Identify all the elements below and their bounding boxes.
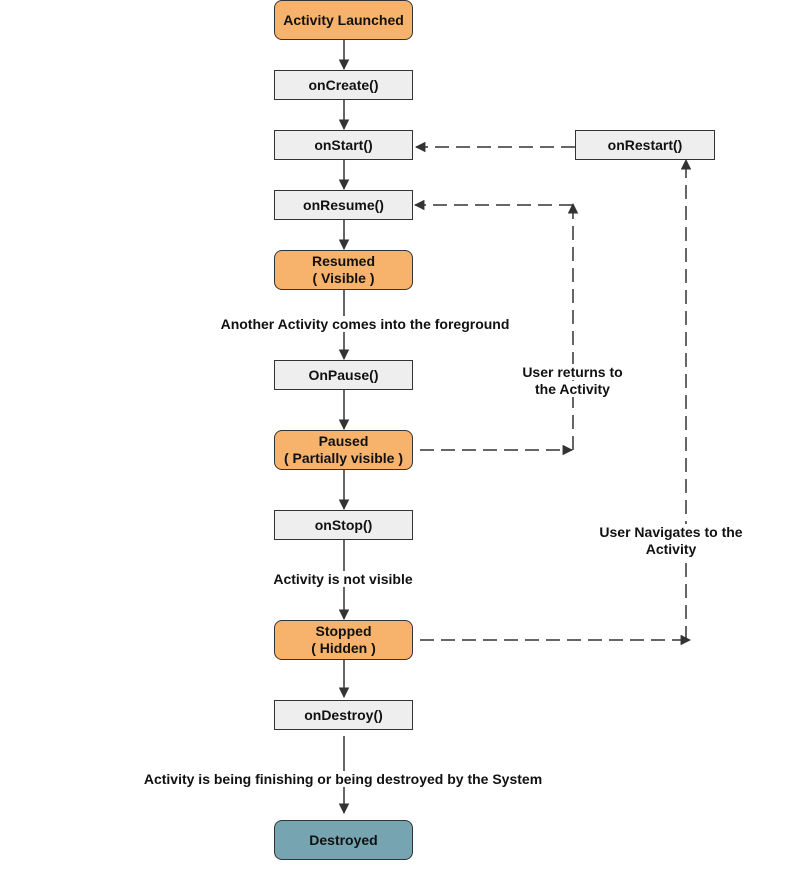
paused-sublabel: ( Partially visible ) [283, 450, 404, 466]
resumed-label: Resumed [311, 253, 376, 269]
onpause-node: OnPause() [274, 360, 413, 390]
edge-label-user-returns: User returns to the Activity [522, 364, 623, 397]
oncreate-node: onCreate() [274, 70, 413, 100]
activity-launched-node: Activity Launched [274, 0, 413, 40]
stopped-sublabel: ( Hidden ) [311, 640, 376, 656]
ondestroy-node: onDestroy() [274, 700, 413, 730]
onresume-node: onResume() [274, 190, 413, 220]
oncreate-label: onCreate() [308, 76, 379, 93]
onstop-label: onStop() [314, 516, 373, 533]
resumed-sublabel: ( Visible ) [312, 270, 375, 286]
onstart-label: onStart() [314, 136, 373, 153]
edge-label-not-visible: Activity is not visible [273, 571, 413, 587]
activity-launched-label: Activity Launched [283, 11, 404, 28]
destroyed-label: Destroyed [309, 831, 378, 848]
ondestroy-label: onDestroy() [304, 706, 383, 723]
destroyed-node: Destroyed [274, 820, 413, 860]
paused-label: Paused [318, 433, 369, 449]
onstart-node: onStart() [274, 130, 413, 160]
stopped-label: Stopped [315, 623, 372, 639]
edge-label-foreground: Another Activity comes into the foregrou… [220, 316, 510, 332]
onstop-node: onStop() [274, 510, 413, 540]
stopped-node: Stopped ( Hidden ) [274, 620, 413, 660]
onrestart-node: onRestart() [575, 130, 715, 160]
edge-label-user-navigates: User Navigates to the Activity [599, 524, 743, 557]
edge-label-destroying: Activity is being finishing or being des… [143, 771, 543, 787]
onpause-label: OnPause() [308, 366, 379, 383]
onresume-label: onResume() [303, 196, 384, 213]
resumed-node: Resumed ( Visible ) [274, 250, 413, 290]
paused-node: Paused ( Partially visible ) [274, 430, 413, 470]
onrestart-label: onRestart() [607, 136, 683, 153]
